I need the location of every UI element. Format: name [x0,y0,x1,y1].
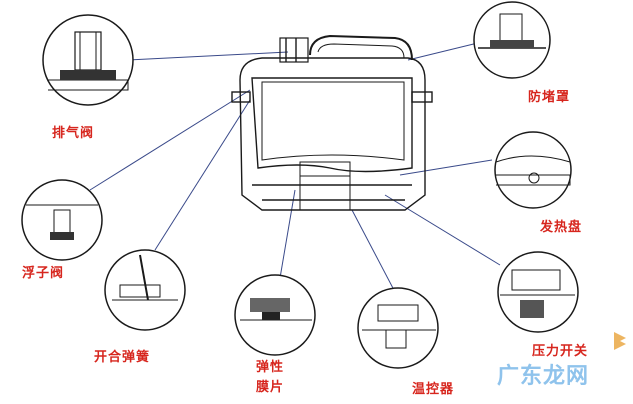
callout-heating-plate [494,131,572,209]
callout-exhaust-valve [42,14,134,106]
label-pressure-switch: 压力开关 [532,344,589,359]
label-latch-spring: 开合弹簧 [94,350,151,365]
label-elastic-membrane-line1: 弹性 [256,360,285,375]
callout-anti-block-cover [473,1,551,79]
watermark-icon [614,332,626,350]
label-thermostat: 温控器 [412,382,455,397]
callout-float-valve [21,179,103,261]
callout-latch-spring [104,249,186,331]
leader-thermostat [351,209,396,293]
label-anti-block-cover: 防堵罩 [528,90,571,105]
leader-float-valve [89,89,251,191]
label-elastic-membrane: 弹性 膜片 [256,358,284,398]
leader-pressure-switch [384,194,501,266]
leader-heating-plate [399,159,493,176]
leader-exhaust-valve [127,51,289,61]
cooker-body [231,34,433,211]
callout-pressure-switch [497,251,579,333]
callout-thermostat [357,287,439,369]
leader-membrane [279,189,296,279]
label-float-valve: 浮子阀 [22,266,65,281]
label-heating-plate: 发热盘 [540,220,583,235]
leader-latch-spring [154,99,251,251]
watermark-text: 广东龙网 [496,364,589,389]
label-exhaust-valve: 排气阀 [52,126,95,141]
label-elastic-membrane-line2: 膜片 [256,380,285,395]
leader-lines [89,39,501,293]
callout-elastic-membrane [234,274,316,356]
